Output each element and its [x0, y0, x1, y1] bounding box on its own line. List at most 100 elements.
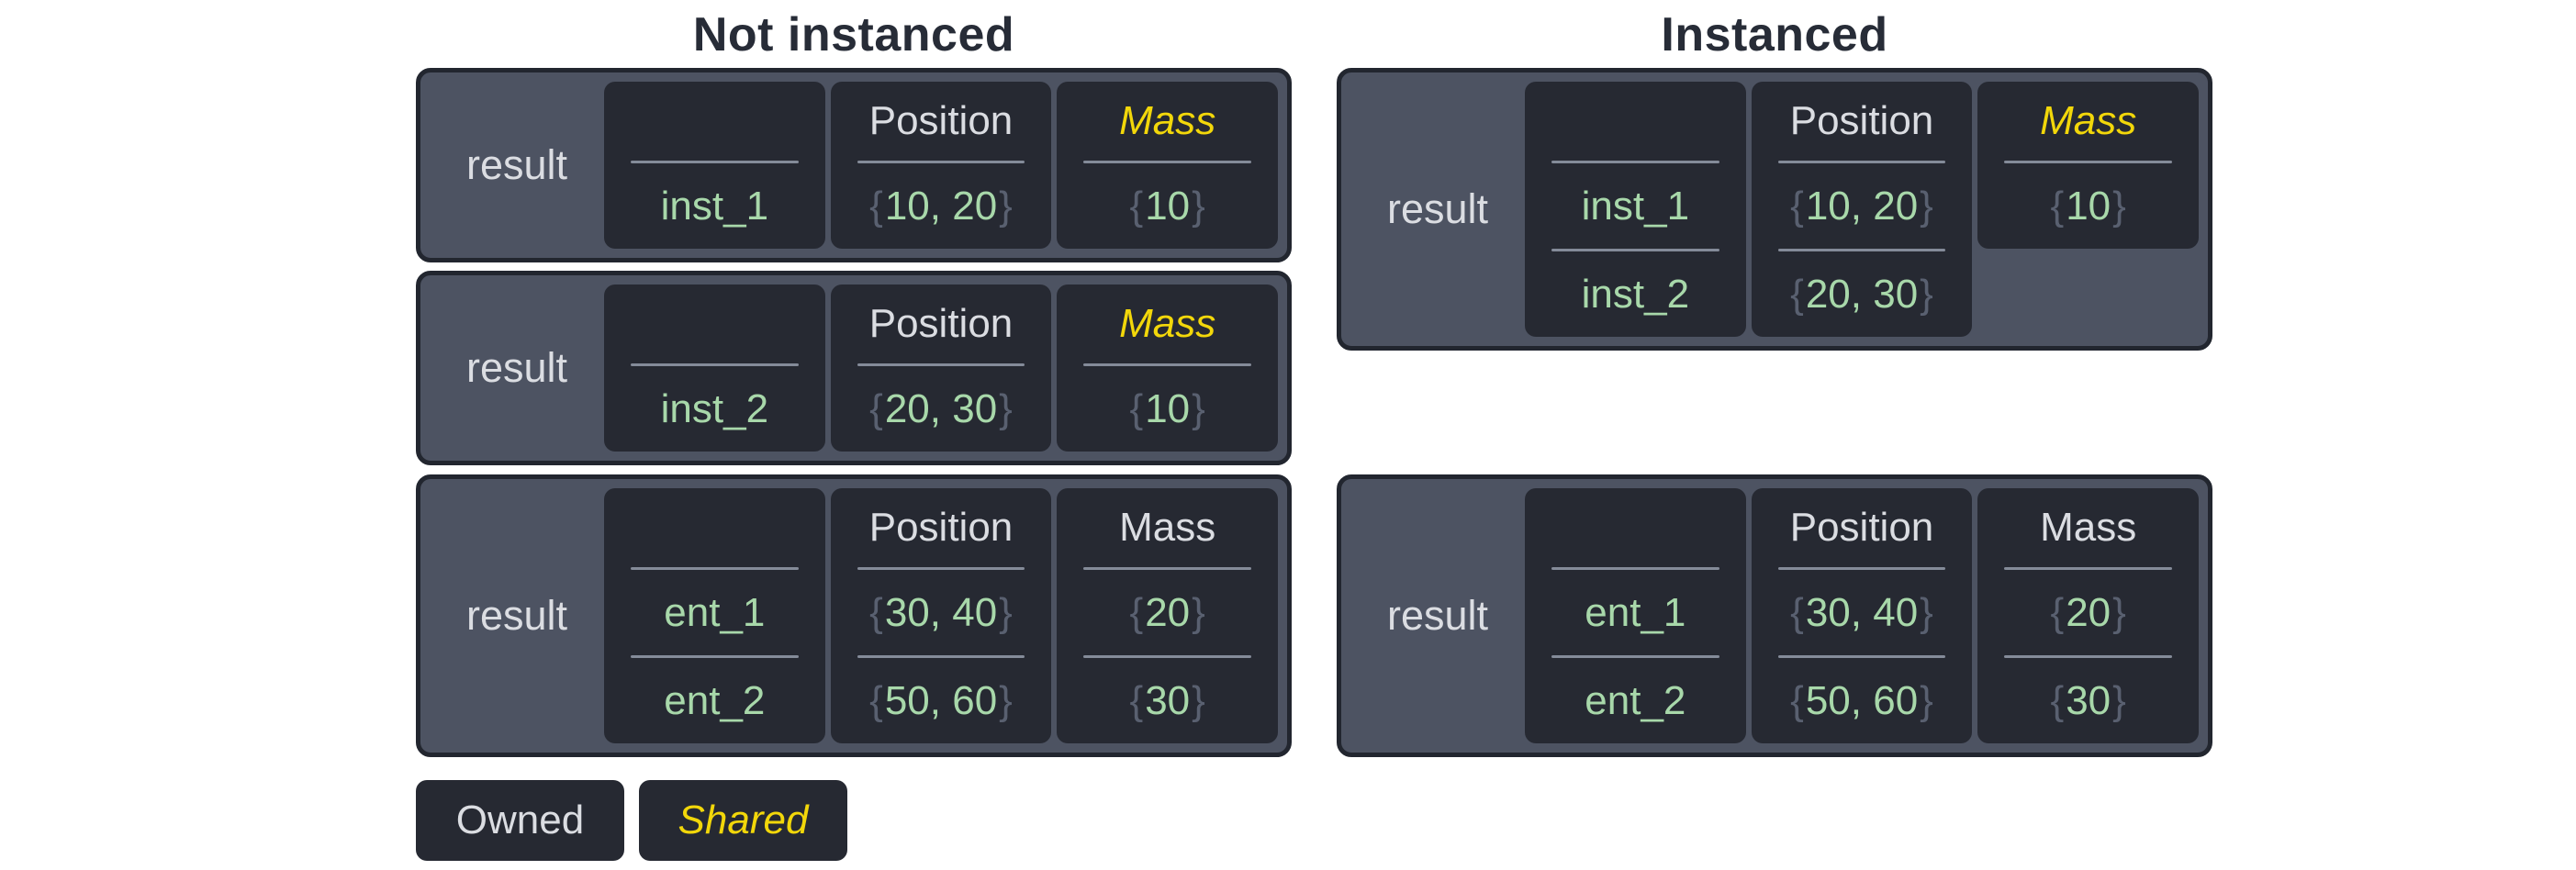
column-mass: Mass{20}{30} — [1977, 488, 2200, 743]
value-brace: { — [1129, 677, 1144, 723]
value-brace: { — [1790, 589, 1804, 635]
result-label: result — [465, 141, 568, 188]
row-divider — [1083, 655, 1252, 658]
value-brace: { — [869, 385, 883, 431]
column-header — [604, 488, 825, 567]
value-text: 10, 20 — [884, 183, 998, 229]
cell-value: {10} — [2049, 163, 2128, 249]
value-text: 50, 60 — [884, 677, 998, 723]
value-text: 20, 30 — [1805, 271, 1919, 317]
value-text: 20, 30 — [884, 385, 998, 431]
value-text: inst_2 — [1581, 271, 1690, 317]
row-divider — [1777, 655, 1946, 658]
value-brace: } — [999, 589, 1013, 635]
value-text: inst_1 — [1581, 183, 1690, 229]
value-text: 30 — [2066, 677, 2111, 723]
cell-value: inst_2 — [1582, 251, 1689, 337]
row-divider — [1083, 363, 1252, 366]
cell-value: inst_1 — [1582, 163, 1689, 249]
table-columns: inst_1 Position {10, 20} Mass{10} — [604, 82, 1279, 249]
cell-value: inst_2 — [661, 366, 768, 452]
row-divider — [2004, 655, 2173, 658]
column-header — [604, 82, 825, 161]
value-brace: { — [2050, 183, 2065, 229]
row-divider — [1777, 249, 1946, 251]
cell-value: ent_2 — [664, 658, 765, 743]
row-divider — [1777, 567, 1946, 570]
value-brace: { — [1129, 589, 1144, 635]
cell-value: ent_1 — [664, 570, 765, 655]
column-header — [604, 284, 825, 363]
legend-item-shared: Shared — [639, 780, 847, 861]
column-entity-id: inst_1 — [604, 82, 825, 249]
column-header: Position — [868, 505, 1014, 550]
value-text: 50, 60 — [1805, 677, 1919, 723]
column-position: Position {10, 20} — [830, 82, 1052, 249]
value-brace: } — [2112, 183, 2126, 229]
value-text: 10, 20 — [1805, 183, 1919, 229]
column-mass: Mass{20}{30} — [1057, 488, 1279, 743]
value-brace: } — [2112, 677, 2126, 723]
cell-value: {10, 20} — [868, 163, 1014, 249]
row-divider — [1083, 567, 1252, 570]
value-brace: { — [1790, 271, 1804, 317]
value-text: 20 — [2066, 589, 2111, 635]
column-header — [1525, 488, 1746, 567]
row-divider — [1551, 567, 1719, 570]
value-text: 30, 40 — [884, 589, 998, 635]
column-header: Position — [868, 98, 1014, 143]
row-divider — [630, 567, 799, 570]
result-label: result — [1386, 185, 1489, 232]
legend-item-owned: Owned — [416, 780, 624, 861]
column-position: Position{30, 40}{50, 60} — [830, 488, 1052, 743]
column-mass: Mass{10} — [1057, 284, 1279, 452]
cell-value: {10, 20} — [1788, 163, 1935, 249]
row-divider — [1551, 161, 1719, 163]
column-entity-id: inst_2 — [604, 284, 825, 452]
column-header: Position — [1789, 98, 1934, 143]
value-brace: } — [999, 677, 1013, 723]
column-header — [1525, 82, 1746, 161]
cell-value: {50, 60} — [1788, 658, 1935, 743]
column-mass: Mass{10} — [1057, 82, 1279, 249]
column-mass: Mass {10} — [1977, 82, 2200, 249]
value-brace: } — [1192, 385, 1205, 431]
legend: Owned Shared — [416, 780, 1292, 861]
result-label: result — [465, 592, 568, 639]
cell-value: {30} — [1128, 658, 1207, 743]
column-header: Mass — [2040, 98, 2137, 143]
value-brace: { — [2050, 589, 2065, 635]
value-brace: } — [1920, 271, 1933, 317]
value-brace: } — [1192, 589, 1205, 635]
column-position: Position {20, 30} — [830, 284, 1052, 452]
value-text: 30 — [1145, 677, 1191, 723]
value-brace: { — [2050, 677, 2065, 723]
value-brace: } — [1192, 677, 1205, 723]
column-header: Position — [1789, 505, 1934, 550]
row-divider — [1551, 249, 1719, 251]
cell-value: {20, 30} — [1788, 251, 1935, 337]
row-divider — [1777, 161, 1946, 163]
value-brace: { — [1790, 183, 1804, 229]
value-brace: } — [1920, 677, 1933, 723]
value-text: 10 — [2066, 183, 2111, 229]
row-divider — [630, 363, 799, 366]
cell-value: {30} — [2049, 658, 2128, 743]
value-text: ent_2 — [664, 677, 766, 723]
column-header: Position — [868, 301, 1014, 346]
row-divider — [857, 567, 1025, 570]
cell-value: {20, 30} — [868, 366, 1014, 452]
value-text: ent_1 — [1585, 589, 1686, 635]
cell-value: inst_1 — [661, 163, 768, 249]
legend-owned-label: Owned — [455, 798, 585, 842]
row-divider — [857, 161, 1025, 163]
